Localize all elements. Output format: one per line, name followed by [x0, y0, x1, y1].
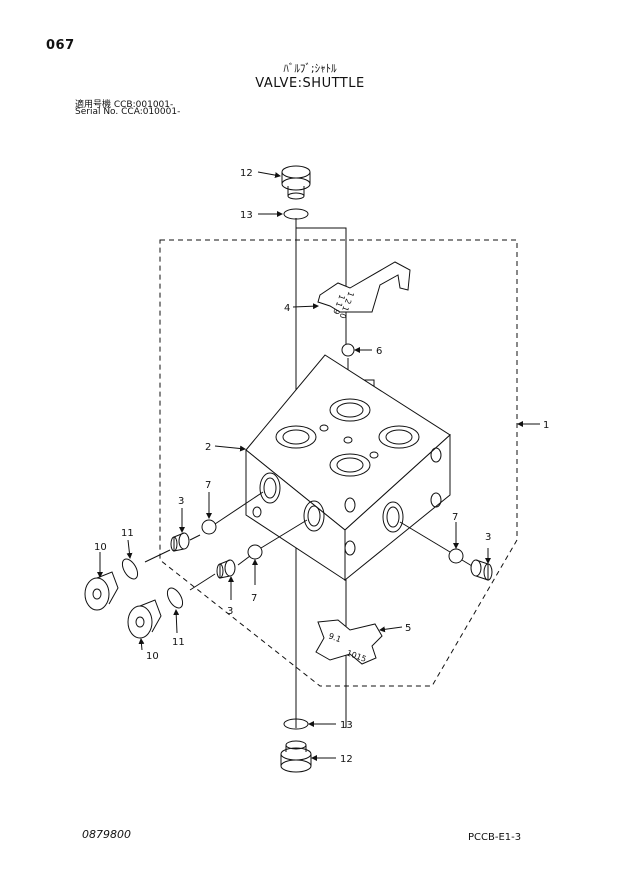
steel-ball — [341, 343, 355, 357]
callout-13-bottom: 13 — [340, 720, 353, 731]
drawing-code: 0879800 — [82, 828, 131, 841]
callout-12-bottom: 12 — [340, 754, 353, 765]
callout-10-mid: 10 — [146, 651, 159, 662]
port-guide-line — [399, 521, 451, 553]
callout-3-mid: 3 — [227, 606, 233, 617]
callout-11-left: 11 — [121, 528, 134, 539]
callout-1: 1 — [543, 420, 549, 431]
callout-11-mid: 11 — [172, 637, 185, 648]
page-number: 067 — [46, 38, 75, 53]
plug-top — [281, 165, 311, 200]
plug-large-mid — [127, 599, 162, 639]
plug-small-left — [170, 532, 190, 552]
title-english: VALVE:SHUTTLE — [255, 76, 365, 91]
o-ring-mid — [166, 587, 184, 609]
callout-2: 2 — [205, 442, 211, 453]
port-guide-line — [237, 555, 251, 566]
plug-small-mid — [216, 559, 236, 579]
callout-7-right: 7 — [452, 512, 458, 523]
callout-5: 5 — [405, 623, 411, 634]
valve-block — [245, 354, 451, 582]
plug-bottom — [280, 740, 312, 773]
callout-13-top: 13 — [240, 210, 253, 221]
spacer-plate-top — [317, 261, 411, 313]
callout-12-top: 12 — [240, 168, 253, 179]
ball-left — [201, 519, 217, 535]
port-guide-line — [189, 573, 216, 591]
callout-6: 6 — [376, 346, 382, 357]
page-reference: PCCB-E1-3 — [468, 832, 522, 843]
spacer-plate-bottom — [315, 619, 383, 665]
port-guide-line — [189, 534, 201, 541]
title-japanese: ﾊﾞﾙﾌﾞ;ｼｬﾄﾙ — [283, 62, 337, 75]
callout-4: 4 — [284, 303, 290, 314]
ball-right — [448, 548, 464, 564]
callout-3-left: 3 — [178, 496, 184, 507]
plug-small-right — [470, 559, 493, 581]
port-guide-line — [214, 491, 264, 525]
callout-3-right: 3 — [485, 532, 491, 543]
o-ring-top — [283, 208, 309, 220]
plug-large-left — [84, 571, 119, 611]
o-ring-left — [121, 558, 139, 580]
serial-number: Serial No. CCA:010001- — [75, 107, 181, 117]
callout-7-mid: 7 — [251, 593, 257, 604]
leader-lines — [97, 171, 540, 761]
callout-10-left: 10 — [94, 542, 107, 553]
ball-mid — [247, 544, 263, 560]
port-guide-line — [144, 549, 171, 563]
serial-applicable: 適用号機 CCB:001001- — [75, 100, 174, 110]
port-guide-line — [260, 519, 308, 549]
port-guide-line — [461, 559, 473, 567]
callout-7-left: 7 — [205, 480, 211, 491]
plate-mark-bottom-1: 9.1 — [327, 631, 342, 644]
